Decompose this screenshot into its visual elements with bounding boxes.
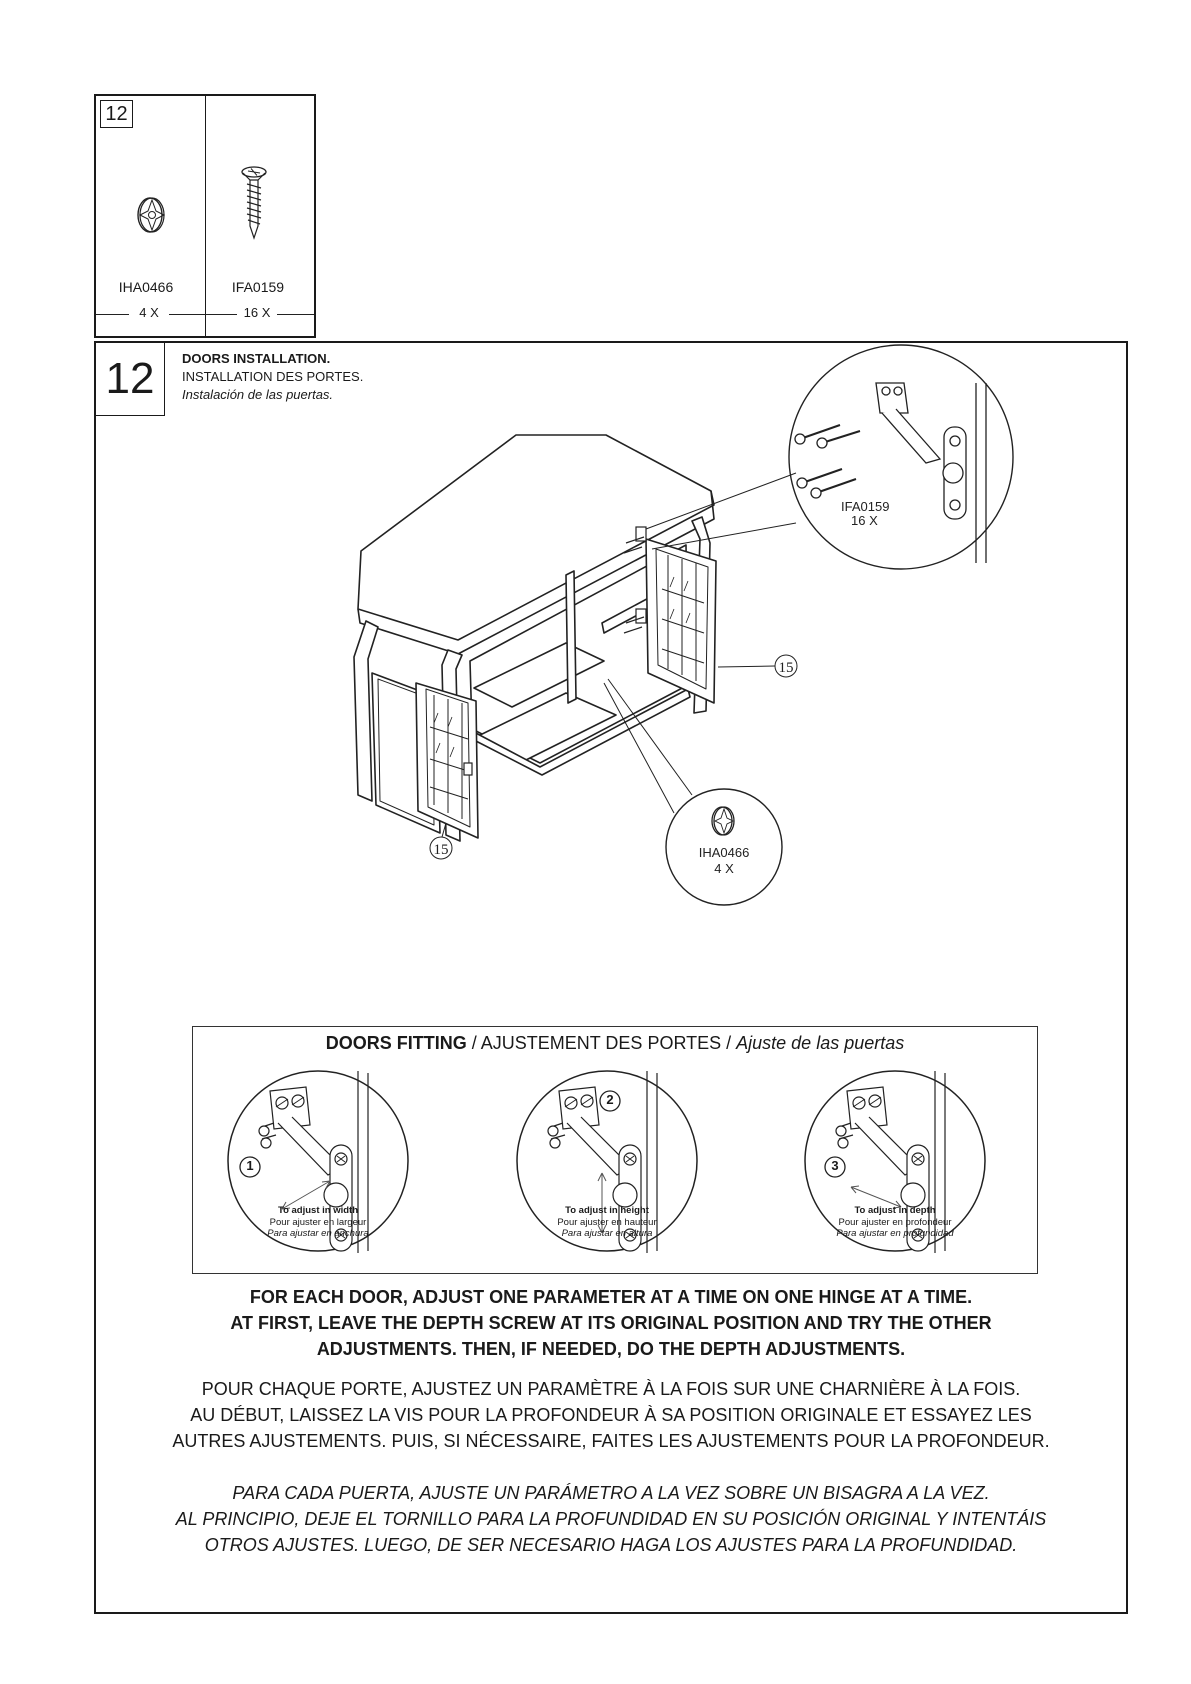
hinge-plate-icon — [137, 197, 166, 233]
callout-screw-code: IFA0159 — [841, 499, 889, 514]
adjust-label-en: To adjust in depth — [854, 1205, 936, 1216]
note-es-line: PARA CADA PUERTA, AJUSTE UN PARÁMETRO A … — [232, 1483, 990, 1503]
note-es-line: AL PRINCIPIO, DEJE EL TORNILLO PARA LA P… — [175, 1509, 1047, 1529]
adjust-step-number-2: 2 — [606, 1092, 614, 1107]
adjust-step-number-1: 1 — [246, 1158, 254, 1173]
adjust-label-fr: Pour ajuster en profondeur — [838, 1216, 952, 1228]
hinge-adjust-diagram-2 — [516, 1070, 698, 1253]
parts-box: 12 IHA0466 IFA0159 4 X 16 X — [94, 94, 316, 338]
fitting-title-en: DOORS FITTING — [325, 1033, 467, 1053]
notes-en: FOR EACH DOOR, ADJUST ONE PARAMETER AT A… — [94, 1284, 1128, 1362]
note-en-line: AT FIRST, LEAVE THE DEPTH SCREW AT ITS O… — [230, 1313, 992, 1333]
note-en-line: ADJUSTMENTS. THEN, IF NEEDED, DO THE DEP… — [316, 1339, 906, 1359]
note-fr-line: AU DÉBUT, LAISSEZ LA VIS POUR LA PROFOND… — [190, 1405, 1032, 1425]
adjust-label-es: Para ajustar en profundidad — [836, 1228, 954, 1239]
fitting-title-fr: / AJUSTEMENT DES PORTES / — [466, 1033, 737, 1053]
step-title-es: Instalación de las puertas. — [182, 387, 334, 402]
qty-line — [96, 314, 314, 315]
notes-es: PARA CADA PUERTA, AJUSTE UN PARÁMETRO A … — [94, 1480, 1128, 1558]
adjust-label-es: Para ajustar en altura — [561, 1228, 653, 1239]
note-en-line: FOR EACH DOOR, ADJUST ONE PARAMETER AT A… — [249, 1287, 973, 1307]
step-frame: 12 DOORS INSTALLATION. INSTALLATION DES … — [94, 341, 1128, 1614]
adjust-label-en: To adjust in height — [565, 1205, 649, 1216]
cabinet-assembly-diagram: 15 15 IFA0159 16 X — [353, 344, 1014, 906]
parts-divider — [205, 96, 206, 336]
note-es-line: OTROS AJUSTES. LUEGO, DE SER NECESARIO H… — [204, 1535, 1018, 1555]
door-label-right: 15 — [779, 660, 794, 676]
adjust-label-fr: Pour ajuster en largeur — [269, 1216, 367, 1228]
fitting-title-es: Ajuste de las puertas — [736, 1033, 905, 1053]
note-fr-line: AUTRES AJUSTEMENTS. PUIS, SI NÉCESSAIRE,… — [172, 1431, 1050, 1451]
callout-plate-code: IHA0466 — [699, 845, 750, 860]
hinge-adjust-diagram-1 — [227, 1070, 409, 1253]
callout-plate-qty: 4 X — [714, 861, 734, 876]
hinge-adjust-diagram-3 — [804, 1070, 986, 1253]
adjust-label-fr: Pour ajuster en hauteur — [557, 1216, 657, 1228]
adjust-label-en: To adjust in width — [277, 1205, 359, 1216]
doors-fitting-title: DOORS FITTING / AJUSTEMENT DES PORTES / … — [193, 1033, 1037, 1054]
part-qty-2: 16 X — [237, 305, 277, 320]
doors-fitting-box: DOORS FITTING / AJUSTEMENT DES PORTES / … — [192, 1026, 1038, 1274]
step-number: 12 — [96, 343, 165, 416]
notes-fr: POUR CHAQUE PORTE, AJUSTEZ UN PARAMÈTRE … — [94, 1376, 1128, 1454]
adjust-label-es: Para ajustar en anchura — [267, 1228, 369, 1239]
door-label-left: 15 — [434, 842, 449, 858]
callout-screw-qty: 16 X — [851, 513, 878, 528]
screw-icon — [241, 166, 267, 240]
note-fr-line: POUR CHAQUE PORTE, AJUSTEZ UN PARAMÈTRE … — [201, 1379, 1021, 1399]
part-code-1: IHA0466 — [118, 279, 174, 295]
step-title-en: DOORS INSTALLATION. — [182, 351, 331, 366]
parts-step-number: 12 — [100, 100, 133, 128]
hinge-plate-detail-icon — [711, 806, 735, 836]
part-qty-1: 4 X — [129, 305, 169, 320]
part-code-2: IFA0159 — [231, 279, 285, 295]
adjust-step-number-3: 3 — [831, 1158, 839, 1173]
step-title-fr: INSTALLATION DES PORTES. — [182, 369, 364, 384]
